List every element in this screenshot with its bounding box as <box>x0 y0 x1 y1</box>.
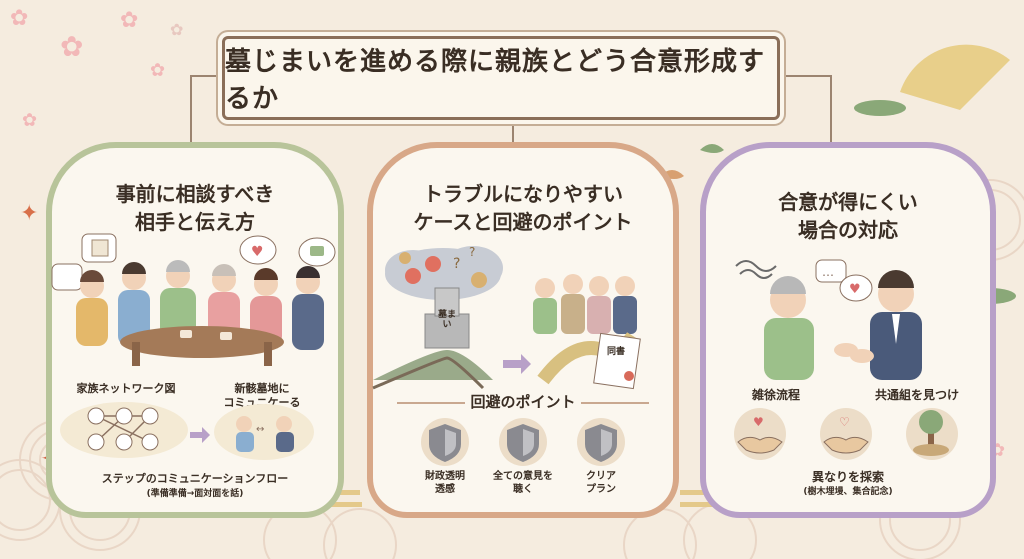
meeting-label-line1: 新骸墓地に <box>234 382 290 395</box>
section-divider <box>397 402 465 404</box>
svg-text:?: ? <box>453 256 460 272</box>
panel-difficult-consensus: 合意が得にくい 場合の対応 … ♥ 雑徐流程 共通組を見つけ ♥ ♡ 異なりを採… <box>700 142 996 518</box>
svg-text:↔: ↔ <box>256 424 264 435</box>
panel2-title-line1: トラブルになりやすい <box>423 182 623 206</box>
panel1-title-line2: 相手と伝え方 <box>135 210 255 234</box>
flow-sub-label: (準備準備→面対面を話) <box>146 489 244 499</box>
svg-text:♡: ♡ <box>839 415 850 429</box>
connector-vertical <box>190 75 192 145</box>
svg-text:…: … <box>822 265 834 279</box>
grave-text: 墓まい <box>437 310 456 330</box>
connector-horizontal <box>774 75 830 77</box>
explore-label: 異なりを採索 <box>811 470 884 484</box>
svg-text:?: ? <box>469 245 475 259</box>
panel1-title-line1: 事前に相談すべき <box>115 182 275 206</box>
explore-sub-label: (樹木埋墁、集合記念) <box>803 487 893 497</box>
avoid-points-title: 回避のポイント <box>470 393 576 411</box>
connector-horizontal <box>190 75 222 77</box>
badge-transparency-label: 財政透明透感 <box>425 471 465 495</box>
panel3-title-line1: 合意が得にくい <box>778 190 918 214</box>
flow-label: ステップのコミュニケーションフロー <box>101 472 289 485</box>
network-label: 家族ネットワーク図 <box>76 382 176 395</box>
resolution-icons: ♥ ♡ <box>734 408 958 460</box>
document-text: 同書 <box>606 347 625 357</box>
badge-clear-plan-label: クリアプラン <box>586 471 616 495</box>
label-right: 共通組を見つけ <box>874 388 959 402</box>
svg-text:♥: ♥ <box>753 415 764 429</box>
trouble-illustration: ? ? <box>372 245 641 390</box>
family-meeting-illustration: ♥ <box>51 233 336 366</box>
main-title-box: 墓じまいを進める際に親族とどう合意形成するか <box>222 36 780 120</box>
label-left: 雑徐流程 <box>751 388 800 402</box>
connector-vertical <box>830 75 832 145</box>
panel-trouble-cases: トラブルになりやすい ケースと回避のポイント ? ? 墓まい 同書 回避のポイン… <box>367 142 679 518</box>
svg-text:♥: ♥ <box>849 282 861 297</box>
panel-consultation: 事前に相談すべき 相手と伝え方 ♥ 家族 <box>46 142 344 518</box>
panel3-title-line2: 場合の対応 <box>798 218 898 242</box>
svg-text:♥: ♥ <box>251 244 264 260</box>
connector-vertical <box>512 117 514 145</box>
panel2-title-line2: ケースと回避のポイント <box>413 210 633 234</box>
shield-badges <box>421 418 625 466</box>
family-network-diagram: ↔ <box>60 402 314 460</box>
section-divider <box>581 402 649 404</box>
dialogue-illustration: … ♥ <box>735 259 922 380</box>
svg-text:✦: ✦ <box>20 201 38 226</box>
main-title: 墓じまいを進める際に親族とどう合意形成するか <box>225 47 766 114</box>
badge-listen-label: 全ての意見を聴く <box>493 471 553 495</box>
